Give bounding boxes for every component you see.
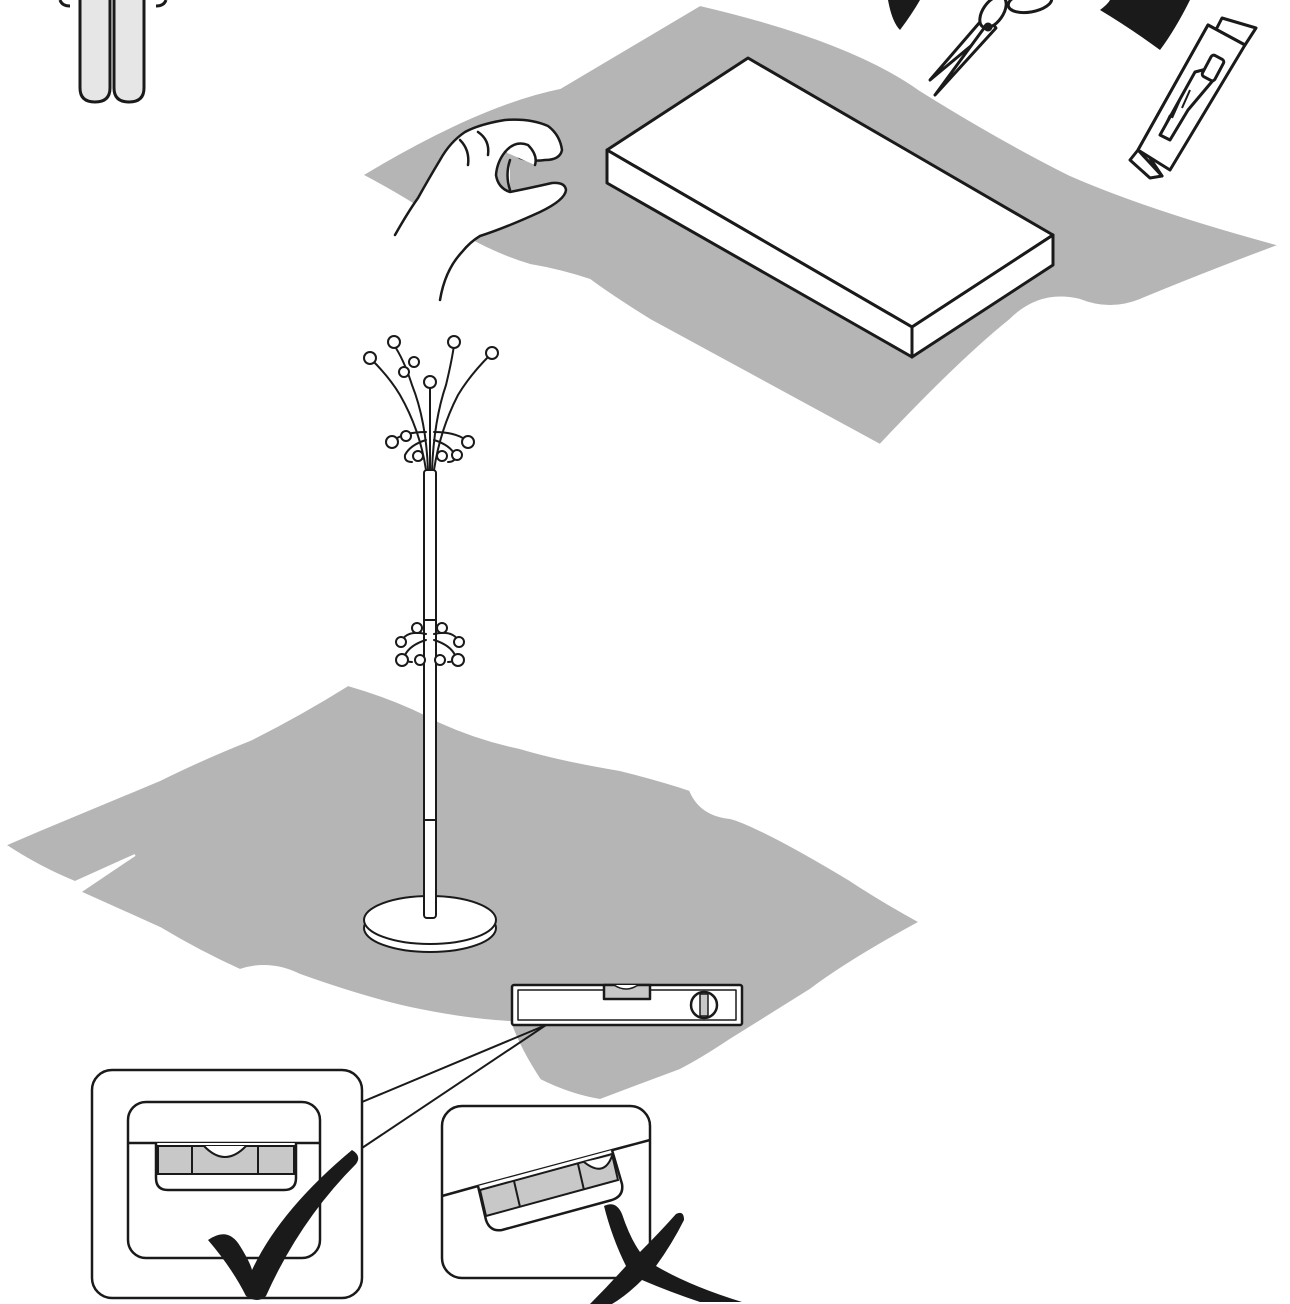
spirit-level (510, 983, 744, 1027)
scissors-icon (928, 0, 1054, 97)
flat-package-box (605, 56, 1055, 359)
utility-knife-icon (1128, 16, 1258, 180)
arrow-mark-left (888, 0, 920, 30)
coat-stand (363, 335, 499, 953)
stand-pole (423, 469, 437, 919)
two-person-icon (58, 0, 168, 104)
arrow-mark-right (1100, 0, 1190, 50)
protective-mat-bottom (2, 683, 923, 1102)
hand-icon (393, 118, 568, 302)
level-incorrect-callout (440, 1104, 742, 1304)
checkmark-icon (208, 1150, 359, 1300)
callout-leader (361, 1024, 547, 1149)
cross-icon (590, 1204, 742, 1304)
level-correct-callout (90, 1068, 364, 1300)
round-base (363, 895, 497, 953)
